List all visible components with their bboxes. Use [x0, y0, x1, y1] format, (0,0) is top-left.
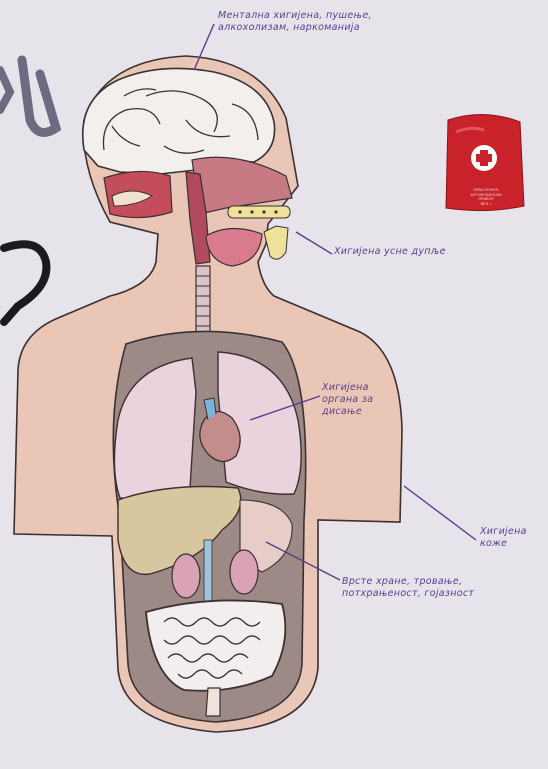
tooth-dot: [274, 210, 277, 213]
label-nutrition: Врсте хране, тровање, потхрањеност, гоја…: [342, 576, 474, 600]
pointer-oral: [296, 232, 332, 254]
rectum: [206, 688, 220, 716]
edge-letter-partial: [0, 70, 10, 110]
label-oral-hygiene: Хигијена усне дупље: [334, 246, 446, 258]
tooth-dot: [262, 210, 265, 213]
teeth-lower: [264, 226, 288, 259]
label-respiratory-hygiene: Хигијена органа за дисање: [322, 382, 373, 418]
edge-question-mark: [4, 244, 46, 322]
teeth-upper: [228, 206, 290, 218]
kit-cross-horizontal: [476, 154, 492, 162]
label-mental-hygiene: Ментална хигијена, пушење, алкохолизам, …: [218, 10, 372, 34]
right-kidney: [230, 550, 258, 594]
tooth-dot: [238, 210, 241, 213]
pointer-skin: [404, 486, 476, 540]
label-skin-hygiene: Хигијена коже: [480, 526, 527, 550]
brain: [83, 68, 275, 174]
first-aid-kit-text: ПРВА ПОМОЋ АУТОМОБИЛСКИ ПРИБОР ВЕЛ. I: [466, 188, 506, 206]
tooth-dot: [250, 210, 253, 213]
left-kidney: [172, 554, 200, 598]
edge-letter-u: [22, 60, 56, 133]
